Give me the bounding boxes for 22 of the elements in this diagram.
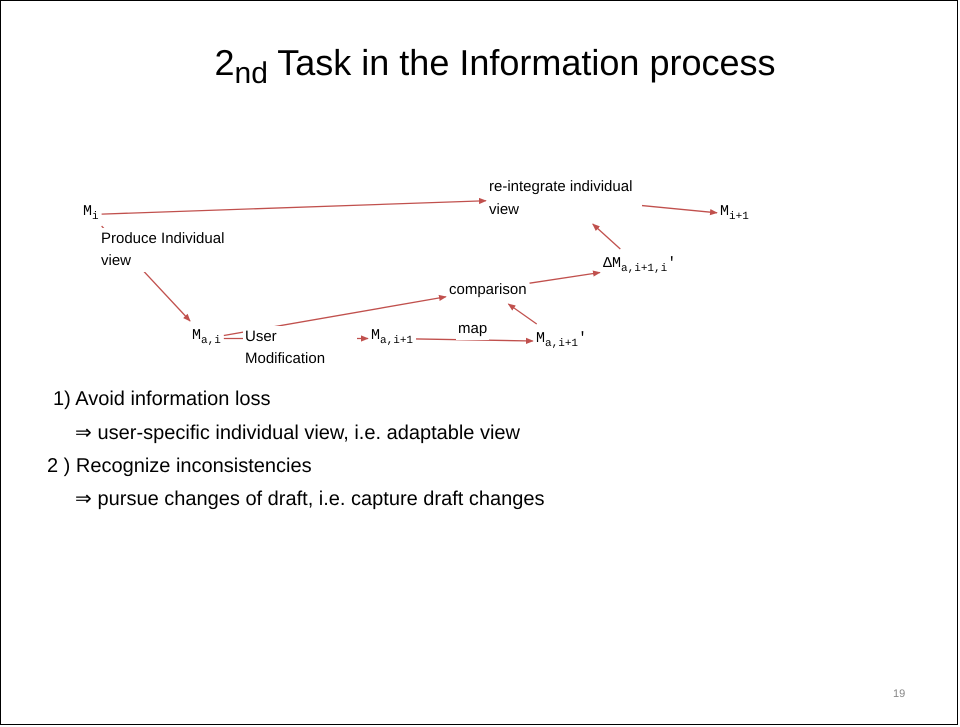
arrow xyxy=(642,204,718,216)
node-text: M$_{a,i}$ xyxy=(192,324,221,353)
node-text: comparison xyxy=(449,278,527,301)
arrow xyxy=(592,223,621,250)
list-item: ⇒ user-specific individual view, i.e. adaptable view xyxy=(75,421,520,445)
slide-title: 2$_{nd}$ Task in the Information process xyxy=(214,42,776,92)
node-text: M$_{a,i+1}$' xyxy=(536,327,588,356)
list-item: ⇒ pursue changes of draft, i.e. capture draft changes xyxy=(75,487,544,511)
node-text: M$_{i+1}$ xyxy=(720,200,749,229)
arrow xyxy=(101,226,191,322)
arrow xyxy=(416,338,534,344)
list-item: 1) Avoid information loss xyxy=(53,388,271,411)
node-text: M$_{a,i+1}$ xyxy=(371,324,414,353)
arrow xyxy=(529,270,601,284)
arrow xyxy=(102,198,487,215)
list-item: 2 ) Recognize inconsistencies xyxy=(47,455,312,478)
node-text: re-integrate individual view xyxy=(489,175,639,221)
page-number: 19 xyxy=(893,688,906,700)
arrow xyxy=(224,294,447,336)
arrow xyxy=(508,303,538,325)
node-text: M$_{i}$ xyxy=(83,200,99,229)
node-text: ΔM$_{a,i+1,i}$' xyxy=(603,252,676,281)
